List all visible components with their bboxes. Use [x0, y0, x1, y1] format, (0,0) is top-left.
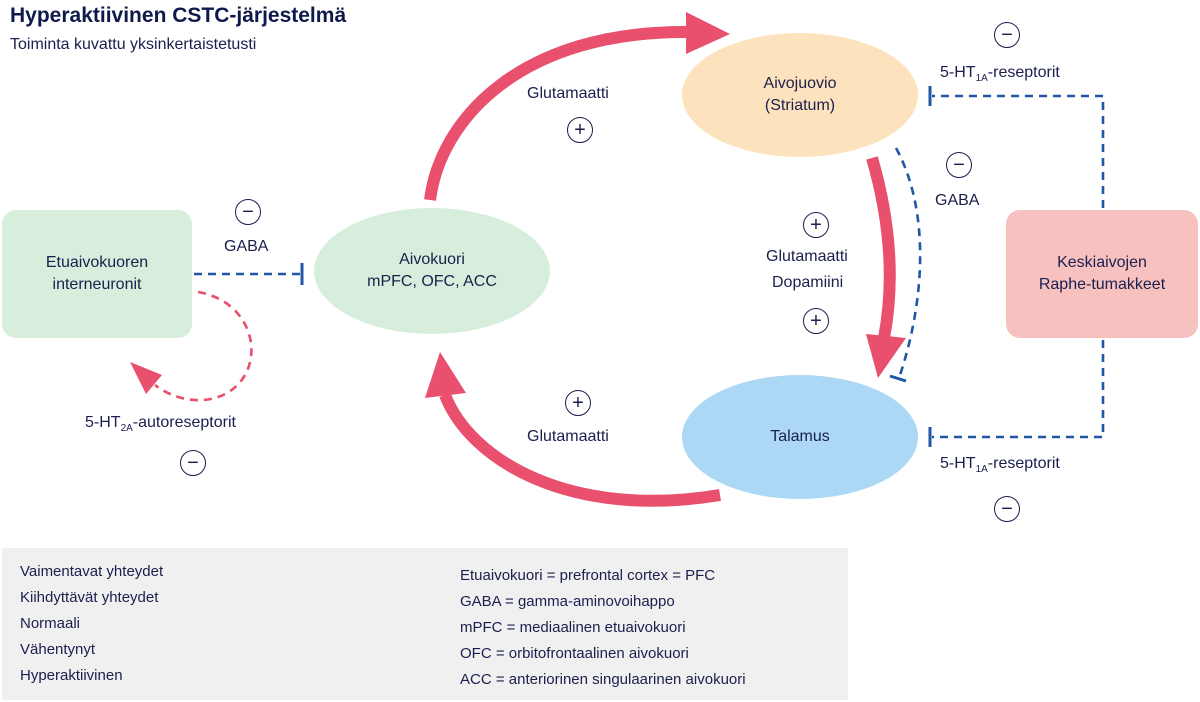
ht2a-minus-icon: −	[180, 450, 206, 476]
striatum-node: Aivojuovio (Striatum)	[682, 33, 918, 157]
cortex-to-striatum-arrow	[424, 25, 691, 201]
raphe-line1: Keskiaivojen	[1057, 254, 1147, 271]
cortex-line1: Aivokuori	[399, 251, 465, 268]
ht1a-bottom-minus-icon: −	[994, 496, 1020, 522]
gaba-striatum-minus-icon: −	[946, 152, 972, 178]
striatum-thalamus-gaba-line	[894, 147, 922, 376]
thalamus-ellipse	[682, 375, 918, 499]
cortex-to-striatum-arrowhead	[686, 12, 730, 54]
gaba-striatum-label: GABA	[935, 192, 980, 209]
gaba-cortex-minus-icon: −	[235, 199, 261, 225]
legend-inhibitory-label: Vaimentavat yhteydet	[20, 563, 164, 580]
autoreceptor-arrowhead	[130, 362, 162, 394]
glutamate-mid-label: Glutamaatti	[766, 248, 848, 265]
abbr-ofc: OFC = orbitofrontaalinen aivokuori	[460, 645, 689, 662]
ht2a-label: 5-HT2A-autoreseptorit	[85, 414, 236, 435]
ht1a-bottom-label: 5-HT1A-reseptorit	[940, 455, 1060, 476]
raphe-striatum-line	[932, 94, 1105, 208]
legend-normal-label: Normaali	[20, 615, 81, 632]
diagram-title: Hyperaktiivinen CSTC-järjestelmä	[10, 4, 347, 27]
diagram-subtitle: Toiminta kuvattu yksinkertaistetusti	[10, 36, 257, 53]
legend-hyperactive-label: Hyperaktiivinen	[20, 667, 123, 684]
abbr-gaba: GABA = gamma-aminovoihappo	[460, 593, 675, 610]
raphe-node: Keskiaivojen Raphe-tumakkeet	[1006, 210, 1198, 338]
legend	[2, 548, 848, 700]
abbr-pfc: Etuaivokuori = prefrontal cortex = PFC	[460, 567, 716, 584]
cortex-line2: mPFC, OFC, ACC	[367, 273, 497, 290]
glutamate-top-plus-icon: +	[567, 117, 593, 143]
glutamate-top-label: Glutamaatti	[527, 85, 609, 102]
interneurons-line1: Etuaivokuoren	[45, 254, 149, 271]
glutamate-bottom-label: Glutamaatti	[527, 428, 609, 445]
glutamate-bottom-plus-icon: +	[565, 390, 591, 416]
abbr-mpfc: mPFC = mediaalinen etuaivokuori	[460, 619, 686, 636]
interneurons-node: Etuaivokuoren interneuronit	[2, 210, 192, 338]
raphe-line2: Raphe-tumakkeet	[1038, 276, 1166, 293]
striatum-line2: (Striatum)	[764, 97, 836, 114]
thalamus-to-cortex-arrow	[439, 392, 721, 507]
striatum-to-thalamus-arrow	[866, 156, 896, 340]
interneurons-box	[2, 210, 192, 338]
dopamine-mid-plus-icon: +	[803, 308, 829, 334]
legend-reduced-label: Vähentynyt	[20, 641, 96, 658]
thalamus-label: Talamus	[770, 428, 830, 445]
striatum-thalamus-gaba-bar	[889, 374, 907, 383]
dopamine-mid-label: Dopamiini	[772, 274, 844, 291]
interneurons-line2: interneuronit	[52, 276, 142, 293]
gaba-cortex-label: GABA	[224, 238, 269, 255]
abbr-acc: ACC = anteriorinen singulaarinen aivokuo…	[460, 671, 746, 688]
striatum-ellipse	[682, 33, 918, 157]
cortex-node: Aivokuori mPFC, OFC, ACC	[314, 208, 550, 334]
striatum-line1: Aivojuovio	[763, 75, 837, 92]
thalamus-to-cortex-arrowhead	[425, 352, 466, 398]
glutamate-mid-plus-icon: +	[803, 212, 829, 238]
thalamus-node: Talamus	[682, 375, 918, 499]
raphe-box	[1006, 210, 1198, 338]
ht1a-top-label: 5-HT1A-reseptorit	[940, 64, 1060, 85]
cortex-ellipse	[314, 208, 550, 334]
legend-excitatory-label: Kiihdyttävät yhteydet	[20, 589, 159, 606]
raphe-thalamus-line	[932, 340, 1105, 439]
striatum-to-thalamus-arrowhead	[866, 334, 906, 378]
ht1a-top-minus-icon: −	[994, 22, 1020, 48]
